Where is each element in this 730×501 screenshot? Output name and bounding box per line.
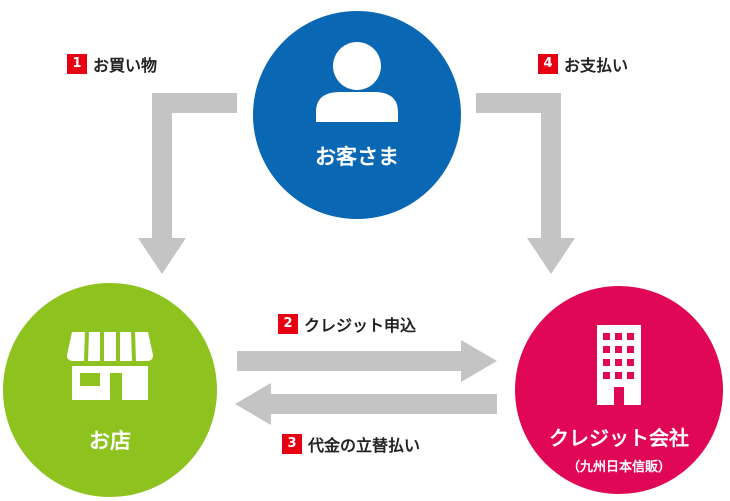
- arrow-customer-to-store: [138, 93, 237, 274]
- storefront-icon: [67, 329, 153, 400]
- step-4-badge: 4: [538, 54, 558, 74]
- step-1-badge: 1: [67, 54, 87, 74]
- arrow-company-to-store: [235, 383, 497, 425]
- arrow-customer-to-company: [476, 93, 575, 274]
- step-2-label: クレジット申込: [304, 316, 417, 335]
- customer-label: お客さま: [315, 145, 399, 169]
- step-3: 3 代金の立替払い: [282, 433, 420, 455]
- person-icon: [316, 42, 398, 122]
- step-2: 2 クレジット申込: [278, 313, 416, 335]
- step-1: 1 お買い物: [67, 53, 157, 75]
- step-3-badge: 3: [282, 434, 302, 454]
- step-1-label: お買い物: [93, 56, 158, 75]
- step-4: 4 お支払い: [538, 53, 628, 75]
- company-sublabel: （九州日本信販）: [566, 460, 671, 475]
- step-4-label: お支払い: [564, 56, 629, 75]
- step-3-label: 代金の立替払い: [308, 436, 421, 455]
- office-building-icon: [597, 325, 641, 405]
- store-label: お店: [89, 429, 131, 453]
- company-label: クレジット会社: [549, 426, 689, 450]
- arrow-store-to-company: [237, 340, 497, 382]
- step-2-badge: 2: [278, 314, 298, 334]
